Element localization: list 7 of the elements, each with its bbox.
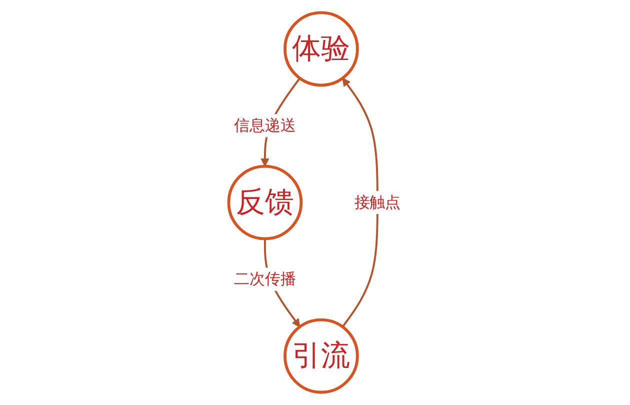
node-circle: 引流 [284,318,360,394]
arrow [342,78,379,328]
node-circle: 反馈 [228,164,303,240]
node-circle: 体验 [284,11,360,87]
edge-label: 二次传播 [234,270,296,288]
edge-label: 接触点 [354,192,401,212]
edge-label: 信息递送 [234,116,296,134]
